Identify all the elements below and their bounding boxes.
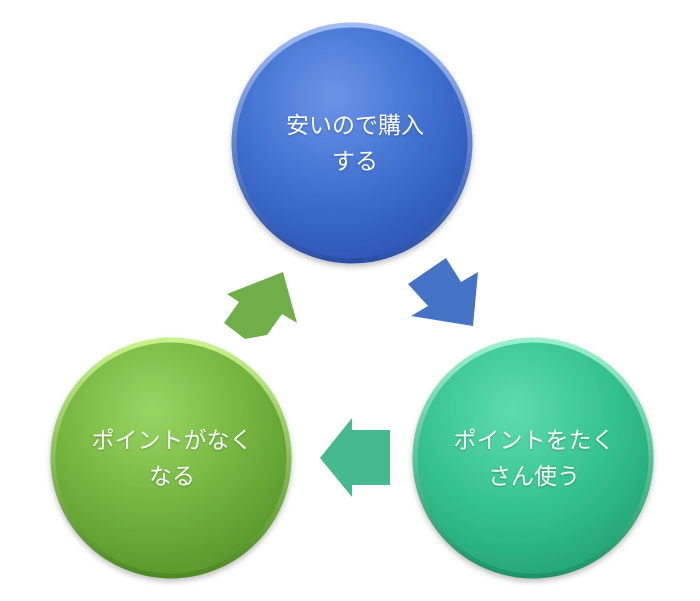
node-label-top: 安いので購入 する	[265, 108, 445, 180]
arrow-right-to-left-icon	[320, 418, 390, 497]
arrow-top-to-right-icon	[408, 258, 478, 326]
node-circle-right	[412, 337, 654, 579]
node-label-right: ポイントをたく さん使う	[444, 423, 624, 495]
node-label-right-line-1: ポイントをたく	[453, 428, 615, 454]
node-circle-left	[50, 337, 292, 579]
node-label-left: ポイントがなく なる	[82, 423, 262, 495]
node-label-left-line-2: なる	[149, 464, 195, 490]
node-label-left-line-1: ポイントがなく	[91, 428, 253, 454]
arrow-left-to-top-icon	[224, 272, 297, 339]
node-circle-top	[231, 22, 473, 264]
node-label-top-line-2: する	[332, 149, 378, 175]
node-label-right-line-2: さん使う	[488, 464, 580, 490]
node-label-top-line-1: 安いので購入	[286, 113, 424, 139]
